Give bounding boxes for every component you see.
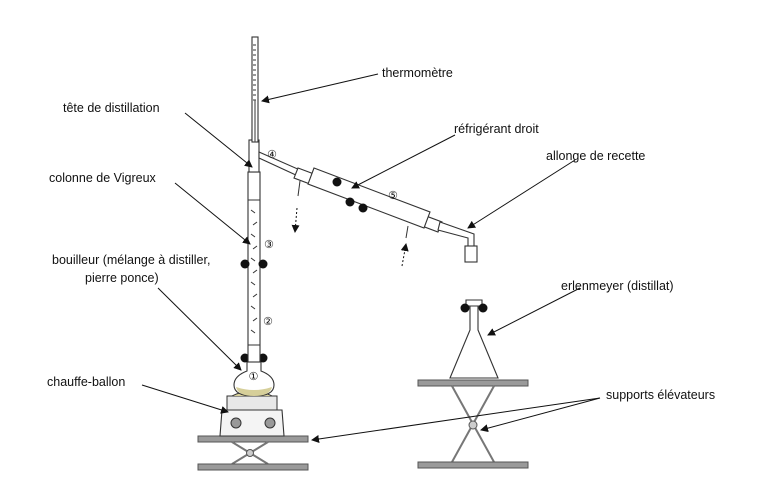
marker-4: ④ bbox=[267, 149, 277, 161]
boiling-flask: ① bbox=[233, 353, 275, 397]
thermometer bbox=[251, 36, 259, 143]
condenser: ⑤ bbox=[291, 167, 443, 267]
label-distillation-head: tête de distillation bbox=[63, 101, 160, 115]
lab-jack-right bbox=[417, 379, 529, 469]
label-thermometer: thermomètre bbox=[382, 66, 453, 80]
marker-2: ② bbox=[263, 316, 273, 328]
vigreux-column: ③ ② bbox=[240, 171, 274, 363]
leader-lines bbox=[141, 73, 601, 443]
label-heating-mantle: chauffe-ballon bbox=[47, 375, 125, 389]
lab-jack-left bbox=[197, 435, 309, 471]
marker-1: ① bbox=[249, 371, 259, 383]
label-boiling-flask-line2: pierre ponce) bbox=[85, 271, 159, 285]
label-condenser: réfrigérant droit bbox=[454, 122, 539, 136]
label-boiling-flask-line1: bouilleur (mélange à distiller, bbox=[52, 253, 210, 267]
label-erlenmeyer: erlenmeyer (distillat) bbox=[561, 279, 674, 293]
label-vigreux-column: colonne de Vigreux bbox=[49, 171, 157, 185]
heating-mantle bbox=[219, 390, 285, 437]
receiver-adapter bbox=[437, 221, 478, 263]
label-lab-jacks: supports élévateurs bbox=[606, 388, 715, 402]
erlenmeyer bbox=[449, 299, 499, 379]
marker-3: ③ bbox=[264, 239, 274, 251]
marker-5: ⑤ bbox=[388, 190, 398, 202]
label-receiver-adapter: allonge de recette bbox=[546, 149, 645, 163]
